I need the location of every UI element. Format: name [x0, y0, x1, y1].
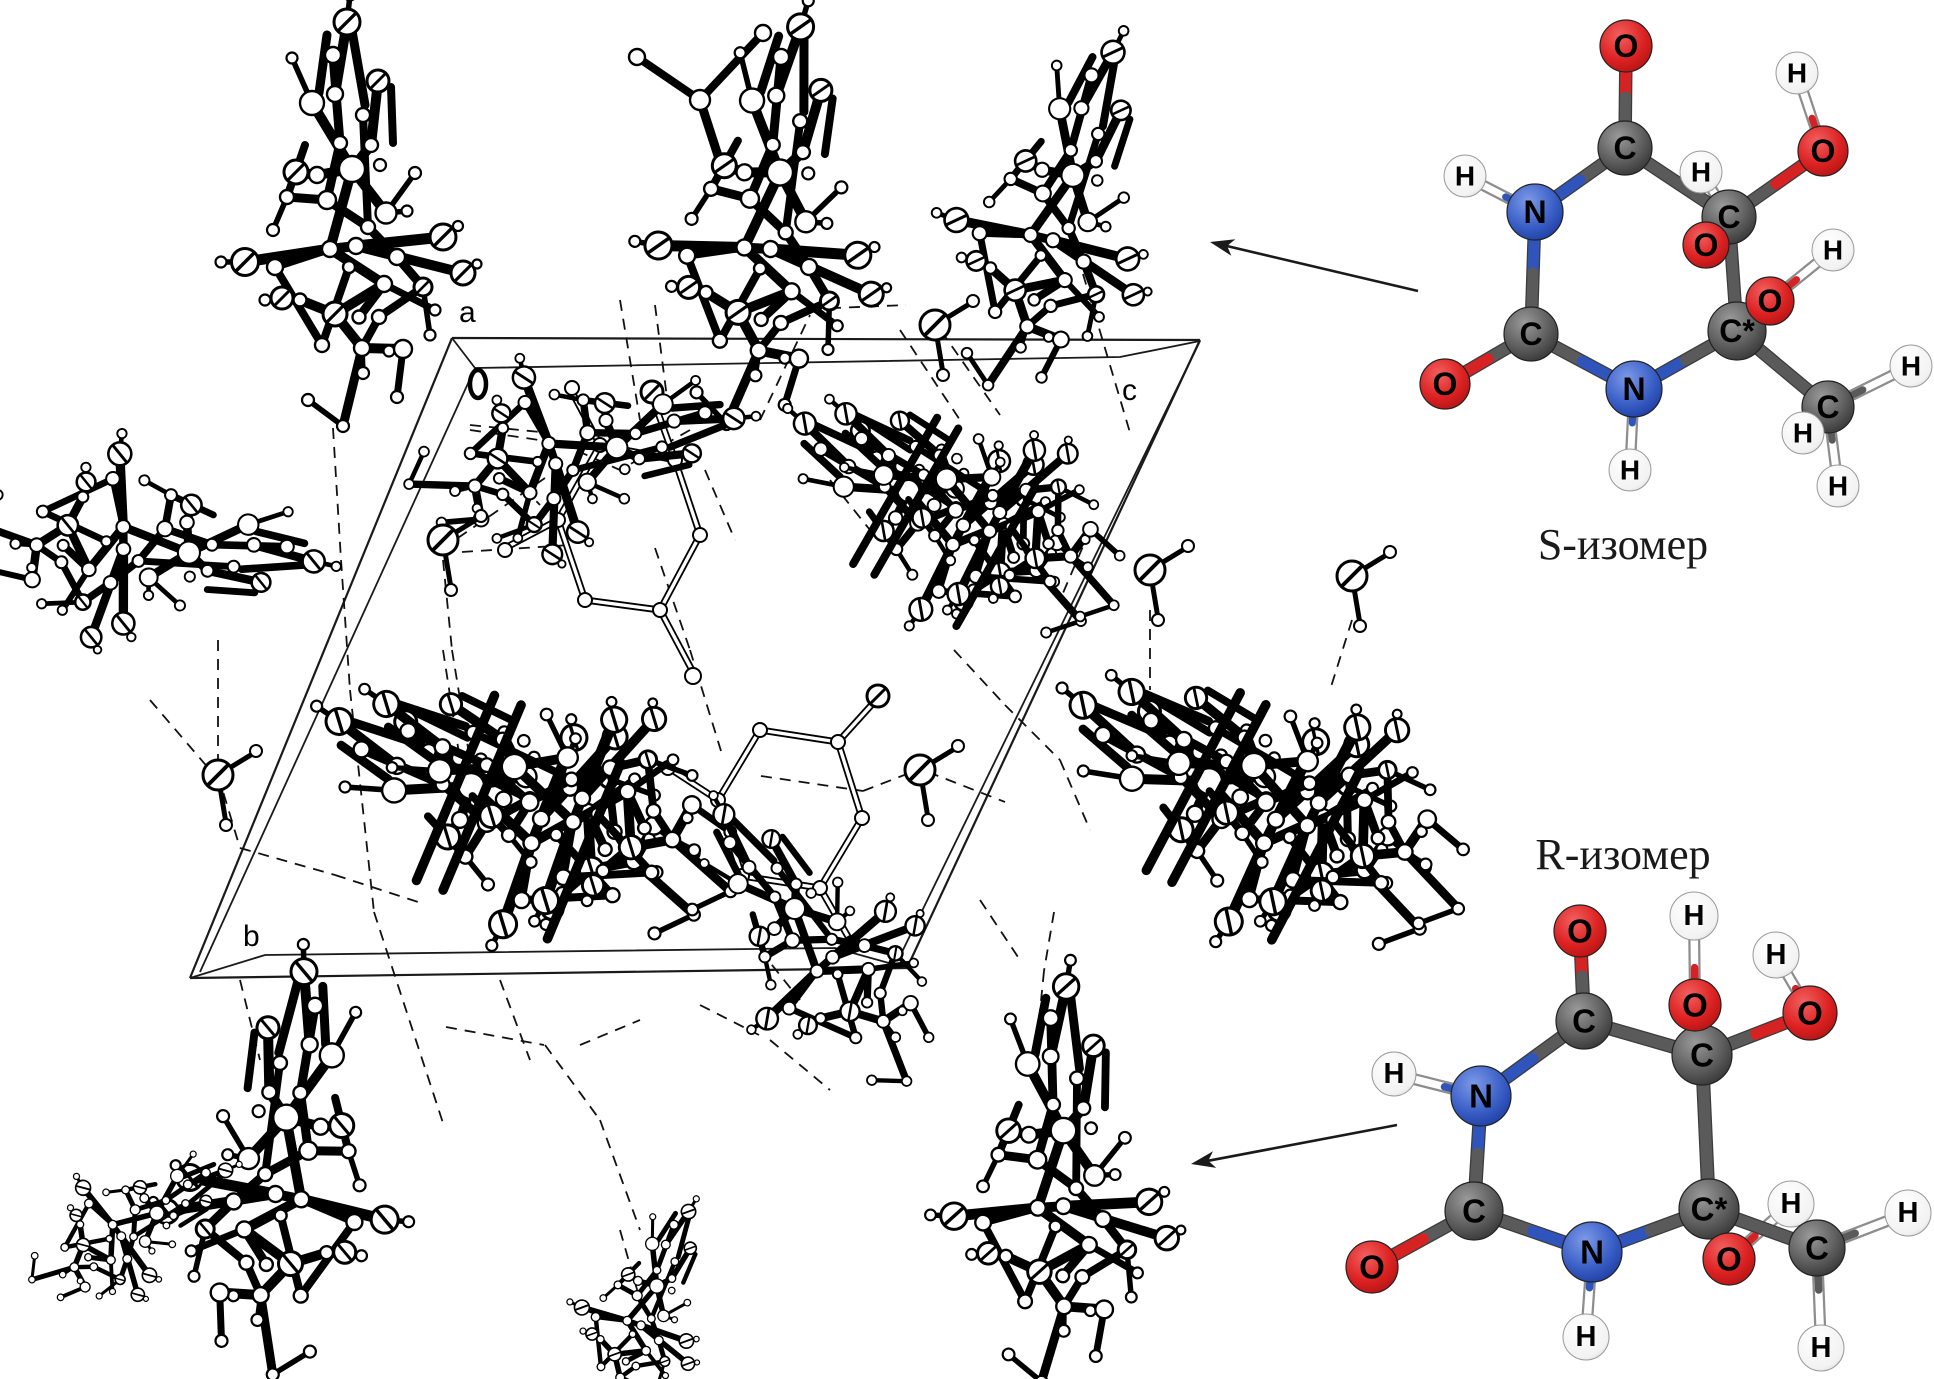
- svg-text:C*: C*: [1691, 1191, 1728, 1228]
- svg-text:b: b: [243, 920, 260, 953]
- svg-text:N: N: [1580, 1234, 1604, 1271]
- svg-text:C: C: [1805, 1230, 1829, 1267]
- svg-text:O: O: [1694, 227, 1719, 263]
- svg-text:H: H: [1823, 235, 1843, 266]
- svg-text:N: N: [1622, 371, 1645, 407]
- svg-text:N: N: [1523, 194, 1546, 230]
- svg-text:C: C: [1462, 1193, 1486, 1230]
- svg-text:C: C: [1816, 389, 1839, 425]
- svg-text:H: H: [1455, 161, 1475, 192]
- svg-text:O: O: [1758, 283, 1783, 319]
- svg-text:H: H: [1691, 157, 1711, 188]
- svg-text:O: O: [1433, 366, 1458, 402]
- svg-text:S-изомер: S-изомер: [1538, 520, 1708, 569]
- svg-text:H: H: [1828, 471, 1848, 502]
- svg-text:H: H: [1576, 1321, 1597, 1353]
- svg-text:C: C: [1690, 1037, 1714, 1074]
- svg-text:H: H: [1811, 1332, 1832, 1364]
- svg-text:H: H: [1787, 58, 1807, 89]
- svg-text:H: H: [1781, 1188, 1802, 1220]
- svg-text:C*: C*: [1719, 313, 1755, 349]
- svg-text:H: H: [1793, 418, 1813, 449]
- svg-text:a: a: [459, 296, 476, 329]
- svg-text:H: H: [1384, 1058, 1405, 1090]
- svg-text:C: C: [1717, 199, 1740, 235]
- svg-text:O: O: [1682, 987, 1708, 1024]
- svg-text:O: O: [1811, 133, 1836, 169]
- svg-text:O: O: [1716, 1241, 1742, 1278]
- svg-text:C: C: [1613, 130, 1636, 166]
- svg-text:H: H: [1898, 1197, 1919, 1229]
- svg-text:C: C: [1572, 1003, 1596, 1040]
- svg-text:R-изомер: R-изомер: [1535, 830, 1710, 879]
- svg-text:H: H: [1620, 455, 1640, 486]
- svg-text:H: H: [1684, 900, 1705, 932]
- svg-text:N: N: [1469, 1078, 1493, 1115]
- svg-text:O: O: [1359, 1249, 1385, 1286]
- svg-text:H: H: [1766, 939, 1787, 971]
- svg-text:O: O: [1567, 913, 1593, 950]
- svg-text:C: C: [1519, 316, 1542, 352]
- svg-text:O: O: [1614, 28, 1639, 64]
- svg-text:O: O: [1797, 995, 1823, 1032]
- svg-text:c: c: [1122, 374, 1137, 407]
- svg-text:H: H: [1901, 351, 1921, 382]
